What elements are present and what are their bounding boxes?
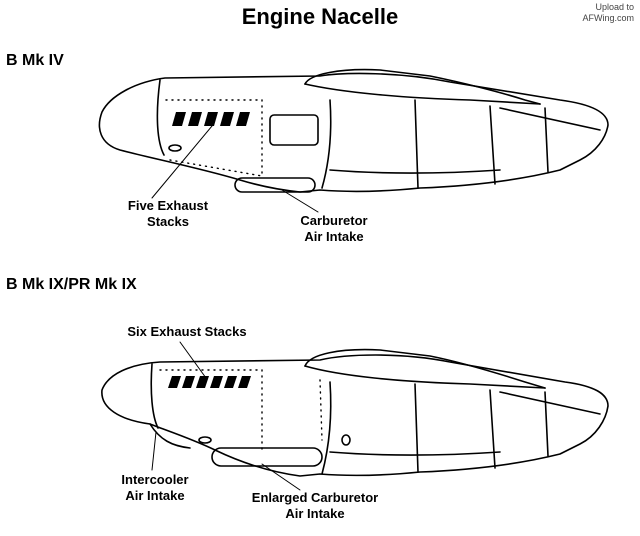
upper-fairing-mk-ix (304, 348, 546, 389)
vent-mk-iv (168, 144, 182, 152)
inspection-hatch-mk-iv (269, 114, 319, 146)
access-port-mk-ix (341, 434, 351, 446)
cowling-panel-line-mk-iv (321, 99, 332, 189)
callout-enlarged-carburetor-air-intake: Enlarged Carburetor Air Intake (230, 490, 400, 522)
callout-intercooler-air-intake: Intercooler Air Intake (100, 472, 210, 504)
cowling-panel-line-mk-ix (321, 381, 332, 475)
exhaust-stack-5 (224, 376, 237, 388)
carburetor-intake-mk-iv (234, 177, 316, 193)
rivet-rows-mk-ix (159, 369, 323, 451)
exhaust-stack-3 (196, 376, 209, 388)
watermark-line-1: Upload to (595, 2, 634, 12)
rivet-row-3 (169, 159, 263, 177)
callout-line-2: Air Intake (304, 229, 364, 244)
exhaust-stack-3 (204, 112, 218, 126)
callout-line-1: Five Exhaust (127, 198, 209, 213)
nacelle-mk-iv (98, 68, 609, 213)
watermark-line-2: AFWing.com (582, 13, 634, 23)
variant-label-mk-ix: B Mk IX/PR Mk IX (6, 276, 137, 293)
callout-line-1: Enlarged Carburetor (251, 490, 379, 505)
nacelle-outline-mk-ix (101, 354, 609, 477)
callout-five-exhaust-stacks: Five Exhaust Stacks (112, 198, 224, 230)
diagonal-panel-line-mk-ix (499, 391, 601, 415)
rivet-rows-mk-iv (165, 99, 263, 179)
exhaust-stack-4 (220, 112, 234, 126)
exhaust-stack-2 (182, 376, 195, 388)
callout-line-1: Carburetor (300, 213, 368, 228)
callout-carburetor-air-intake: Carburetor Air Intake (284, 213, 384, 245)
leader-exhaust-mk-ix (179, 341, 207, 379)
leader-intake-mk-ix (261, 463, 301, 491)
upper-fairing-edge-mk-iv (304, 83, 541, 105)
leader-exhaust-mk-iv (151, 125, 213, 199)
lower-cowl-line-mk-iv (329, 169, 501, 174)
exhaust-stack-4 (210, 376, 223, 388)
callout-six-exhaust-stacks: Six Exhaust Stacks (112, 324, 262, 340)
callout-line-2: Air Intake (125, 488, 185, 503)
exhaust-stack-6 (238, 376, 251, 388)
exhaust-stack-1 (172, 112, 186, 126)
nose-panel-line-mk-iv (156, 79, 165, 156)
exhaust-stacks-mk-iv (172, 112, 250, 126)
exhaust-stack-5 (236, 112, 250, 126)
callout-line-1: Six Exhaust Stacks (127, 324, 247, 339)
callout-line-1: Intercooler (121, 472, 189, 487)
rivet-row-3 (319, 379, 323, 441)
lower-cowl-line-mk-ix (329, 451, 501, 456)
exhaust-stacks-mk-ix (168, 376, 251, 388)
rear-panel-line-1-mk-ix (414, 383, 419, 473)
nose-panel-line-mk-ix (150, 363, 159, 429)
upper-fairing-edge-mk-ix (304, 365, 546, 389)
watermark: Upload to AFWing.com (582, 2, 634, 24)
leader-intercooler-mk-ix (151, 431, 157, 471)
exhaust-stack-1 (168, 376, 181, 388)
leader-intake-mk-iv (281, 189, 319, 213)
page-title: Engine Nacelle (241, 4, 399, 29)
rear-panel-line-1-mk-iv (414, 99, 419, 189)
rear-panel-line-2-mk-ix (489, 389, 496, 469)
enlarged-carburetor-intake-mk-ix (211, 447, 323, 467)
variant-label-mk-iv: B Mk IV (6, 52, 64, 69)
upper-fairing-mk-iv (304, 68, 541, 105)
callout-line-2: Air Intake (285, 506, 345, 521)
vent-mk-ix (198, 436, 212, 444)
nacelle-outline-mk-iv (98, 72, 609, 193)
intercooler-intake-mk-ix (149, 423, 191, 449)
callout-line-2: Stacks (147, 214, 189, 229)
diagonal-panel-line-mk-iv (499, 107, 601, 131)
rear-panel-line-2-mk-iv (489, 105, 496, 185)
exhaust-stack-2 (188, 112, 202, 126)
nacelle-mk-ix (101, 341, 609, 491)
